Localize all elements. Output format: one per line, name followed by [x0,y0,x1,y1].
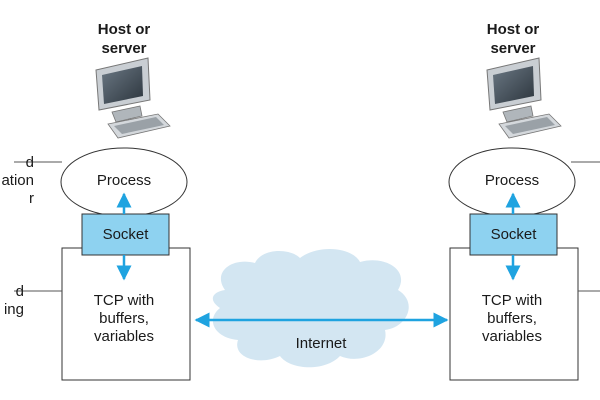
tcp-label: TCP with buffers, variables [450,292,574,346]
internet-label: Internet [295,335,347,352]
process-label: Process [96,172,152,189]
host-title-line1: Host or [486,21,540,38]
computer-icon [95,57,171,139]
app-side-line2: ation [1,172,34,189]
host-title-line2: server [490,40,536,57]
socket-box [81,213,170,256]
left-host [60,57,191,381]
socket-label: Socket [490,226,537,243]
tcp-line3: variables [93,328,155,345]
tcp-line2: buffers, [99,310,149,327]
process-label: Process [484,172,540,189]
tcp-line2: buffers, [487,310,537,327]
host-title: Host or server [458,20,568,58]
os-side-label: d ing [0,283,24,319]
tcp-label: TCP with buffers, variables [62,292,186,346]
tcp-line1: TCP with [481,292,543,309]
os-side-line2: ing [3,301,24,318]
tcp-line1: TCP with [93,292,155,309]
right-host [448,57,579,381]
host-title-line1: Host or [97,21,151,38]
host-title-line2: server [101,40,147,57]
host-title: Host or server [69,20,179,58]
computer-icon [486,57,562,139]
app-side-line1: d [25,154,34,171]
app-side-line3: r [29,190,34,207]
os-side-line1: d [15,283,24,300]
app-side-label: d ation r [0,154,34,208]
socket-label: Socket [102,226,149,243]
cloud-icon [212,248,409,368]
tcp-line3: variables [481,328,543,345]
